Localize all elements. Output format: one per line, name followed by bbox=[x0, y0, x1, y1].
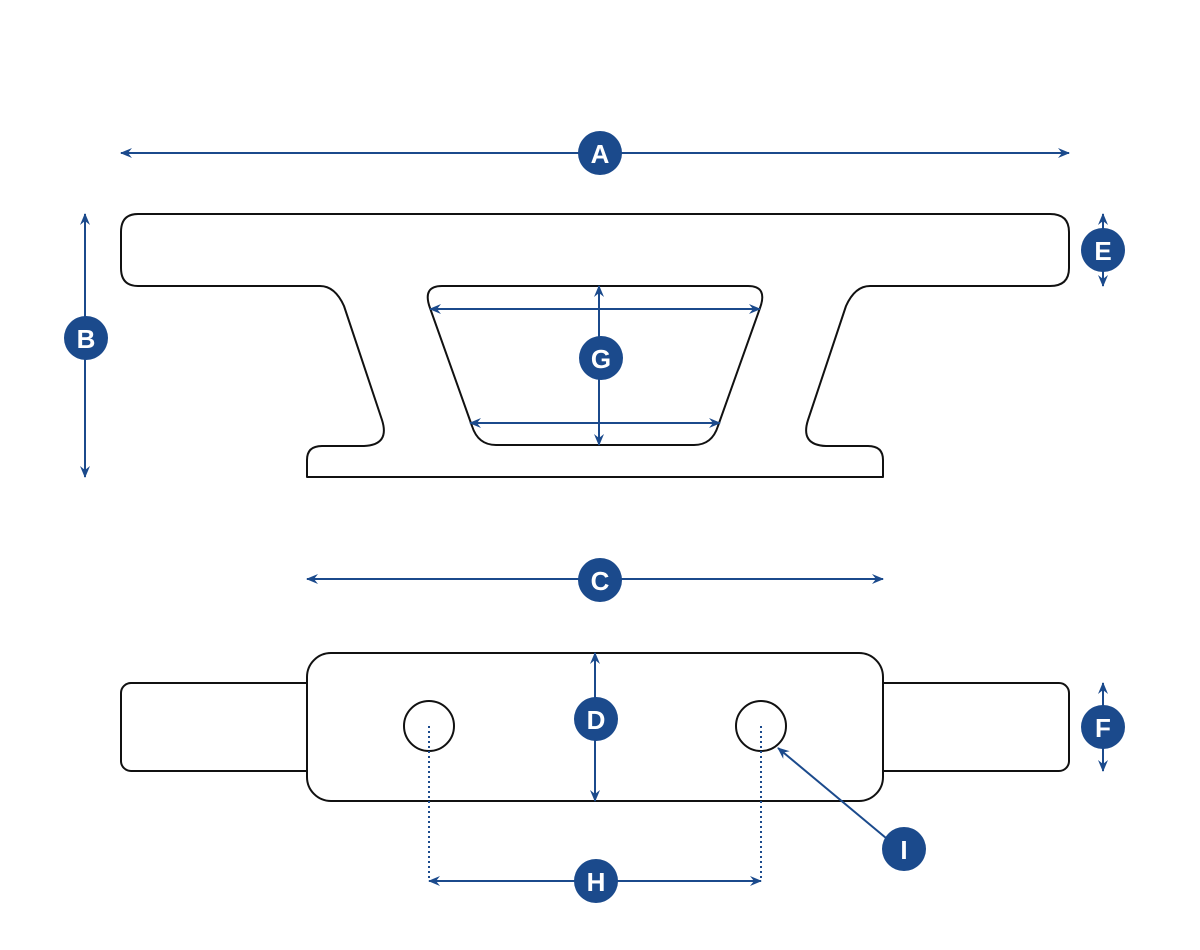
label-badge-c: C bbox=[578, 558, 622, 602]
label-c-text: C bbox=[591, 566, 610, 596]
label-h-text: H bbox=[587, 867, 606, 897]
label-i-text: I bbox=[900, 835, 907, 865]
label-a-text: A bbox=[591, 139, 610, 169]
label-e-text: E bbox=[1094, 236, 1111, 266]
label-badge-f: F bbox=[1081, 705, 1125, 749]
label-badge-i: I bbox=[882, 827, 926, 871]
label-badge-b: B bbox=[64, 316, 108, 360]
label-b-text: B bbox=[77, 324, 96, 354]
leader-line-i bbox=[777, 747, 887, 839]
label-badge-h: H bbox=[574, 859, 618, 903]
label-badge-e: E bbox=[1081, 228, 1125, 272]
label-f-text: F bbox=[1095, 713, 1111, 743]
cleat-top-right-horn bbox=[868, 682, 1070, 772]
label-badge-a: A bbox=[578, 131, 622, 175]
label-d-text: D bbox=[587, 705, 606, 735]
label-g-text: G bbox=[591, 344, 611, 374]
label-badge-d: D bbox=[574, 697, 618, 741]
label-badge-g: G bbox=[579, 336, 623, 380]
cleat-top-left-horn bbox=[120, 682, 322, 772]
